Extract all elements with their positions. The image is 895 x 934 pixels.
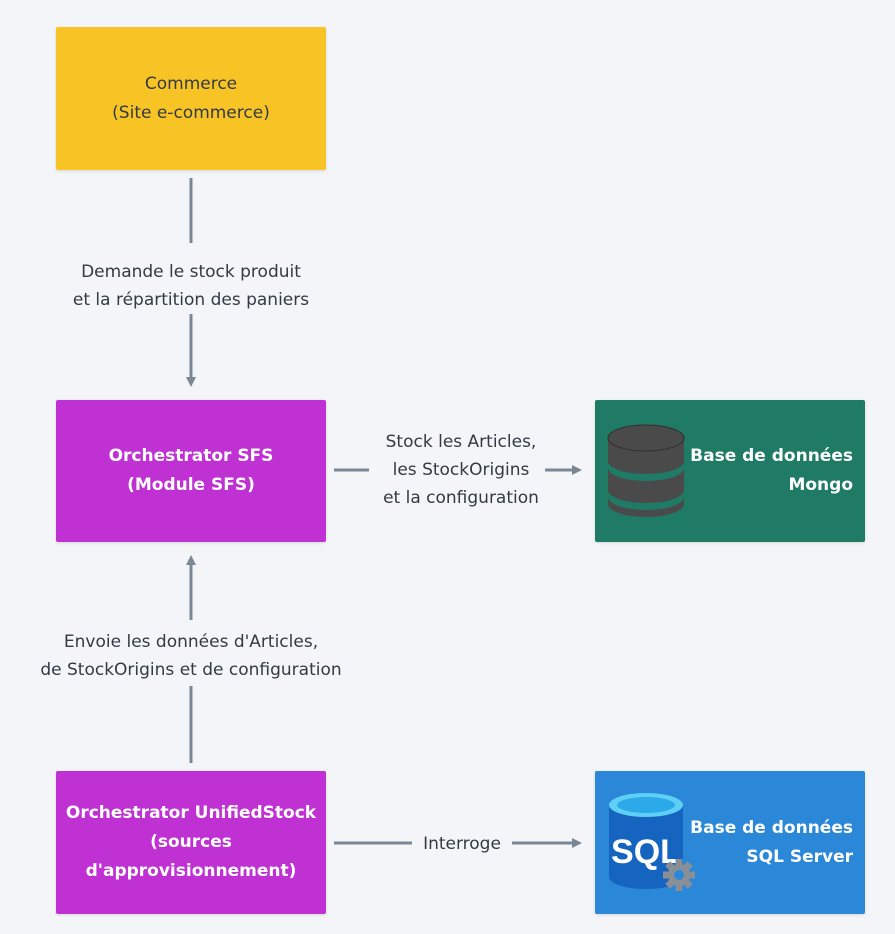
edge-label-unified-sfs-line2: de StockOrigins et de configuration <box>40 660 342 680</box>
node-database-mongo: Base de données Mongo <box>595 400 865 542</box>
edge-label-sfs-mongo: Stock les Articles, les StockOrigins et … <box>346 428 576 512</box>
node-sfs-subtitle: (Module SFS) <box>127 475 255 495</box>
node-mongo-title: Base de données <box>690 446 853 466</box>
sql-server-icon: SQL <box>609 793 695 891</box>
node-mongo-label: Base de données Mongo <box>690 442 853 500</box>
node-commerce: Commerce (Site e-commerce) <box>56 27 326 170</box>
node-sql-title: Base de données <box>690 817 853 838</box>
edge-label-unified-sfs-line1: Envoie les données d'Articles, <box>63 632 319 652</box>
node-sql-subtitle: SQL Server <box>746 846 853 867</box>
node-unified-subtitle-2: d'approvisionnement) <box>85 861 297 881</box>
edge-label-sfs-mongo-line2: les StockOrigins <box>392 460 530 480</box>
node-mongo-subtitle: Mongo <box>788 475 853 495</box>
node-sql-label: Base de données SQL Server <box>690 814 853 872</box>
node-orchestrator-unifiedstock: Orchestrator UnifiedStock (sources d'app… <box>56 771 326 914</box>
edge-label-commerce-sfs-line1: Demande le stock produit <box>81 262 301 282</box>
edge-label-unified-sfs: Envoie les données d'Articles, de StockO… <box>24 628 358 684</box>
edge-label-unified-sql: Interroge <box>412 830 512 858</box>
node-database-sql-server: SQL Base de données SQL Server <box>595 771 865 914</box>
node-unified-title: Orchestrator UnifiedStock <box>65 803 317 823</box>
node-orchestrator-sfs: Orchestrator SFS (Module SFS) <box>56 400 326 542</box>
node-unified-subtitle-1: (sources <box>150 832 232 852</box>
node-commerce-title: Commerce <box>144 73 238 94</box>
edge-label-sfs-mongo-line3: et la configuration <box>383 488 539 508</box>
node-commerce-subtitle: (Site e-commerce) <box>112 102 270 123</box>
edge-label-unified-sql-line1: Interroge <box>423 834 501 854</box>
edge-label-commerce-sfs-line2: et la répartition des paniers <box>72 290 310 310</box>
node-sfs-title: Orchestrator SFS <box>108 446 274 466</box>
database-icon <box>607 424 685 517</box>
edge-label-sfs-mongo-line1: Stock les Articles, <box>385 432 537 452</box>
edge-label-commerce-sfs: Demande le stock produit et la répartiti… <box>40 258 342 314</box>
